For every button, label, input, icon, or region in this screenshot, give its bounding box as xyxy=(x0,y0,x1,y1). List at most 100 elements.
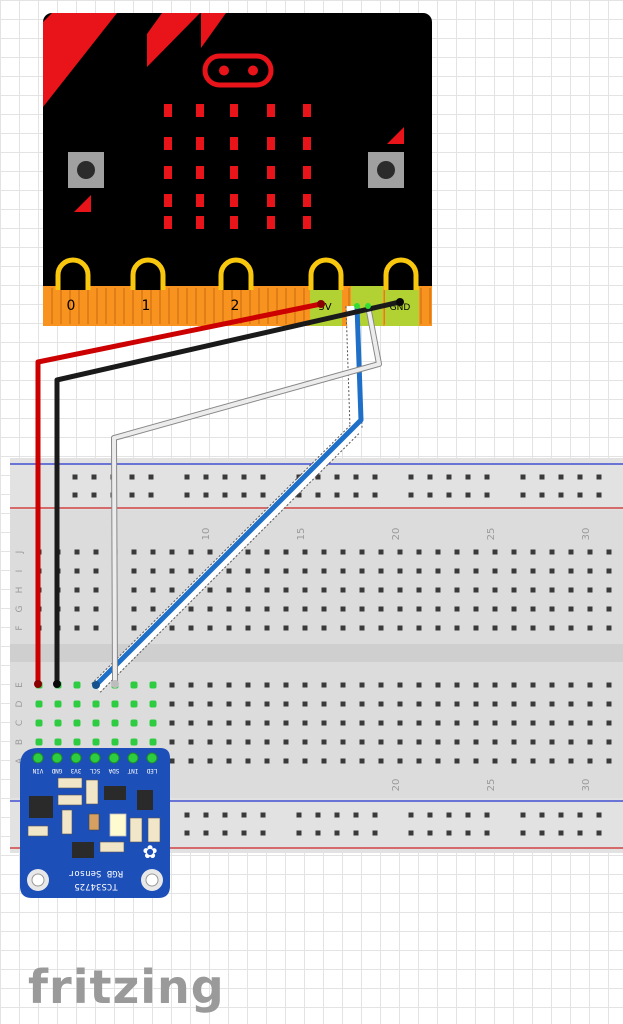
connected-holes xyxy=(35,681,157,746)
breadboard-hole xyxy=(378,720,384,726)
led xyxy=(267,137,275,150)
led xyxy=(267,216,275,229)
breadboard-hole xyxy=(264,625,270,631)
pin-label-3v: 3V xyxy=(318,302,331,313)
breadboard-hole xyxy=(321,549,327,555)
wire-end xyxy=(34,680,42,688)
transistor xyxy=(104,786,126,800)
breadboard-hole xyxy=(530,606,536,612)
row-letter: B xyxy=(15,739,25,745)
led xyxy=(303,137,311,150)
breadboard-hole xyxy=(492,758,498,764)
breadboard-hole xyxy=(549,682,555,688)
breadboard-hole xyxy=(416,682,422,688)
breadboard-hole xyxy=(587,701,593,707)
button-b-cap[interactable] xyxy=(377,161,395,179)
breadboard-hole xyxy=(549,758,555,764)
breadboard-hole xyxy=(549,606,555,612)
breadboard-hole xyxy=(264,739,270,745)
breadboard-hole xyxy=(74,587,80,593)
breadboard-hole xyxy=(321,606,327,612)
breadboard-hole xyxy=(587,758,593,764)
breadboard-hole xyxy=(226,682,232,688)
breadboard-hole xyxy=(408,492,414,498)
row-letter: C xyxy=(15,720,25,726)
wire-end xyxy=(92,681,100,689)
breadboard-holes xyxy=(36,474,612,836)
breadboard-hole xyxy=(245,606,251,612)
breadboard-hole xyxy=(378,701,384,707)
breadboard-hole xyxy=(169,739,175,745)
breadboard-hole xyxy=(245,758,251,764)
sensor-pin-label-3v3: 3V3 xyxy=(70,767,81,774)
breadboard-hole xyxy=(131,587,137,593)
breadboard-hole xyxy=(241,830,247,836)
breadboard-hole xyxy=(372,812,378,818)
breadboard-hole xyxy=(260,474,266,480)
breadboard-hole xyxy=(131,568,137,574)
breadboard-hole xyxy=(315,812,321,818)
breadboard-hole xyxy=(321,758,327,764)
wire-3v[interactable] xyxy=(35,301,322,684)
sensor-components: ✿ xyxy=(27,777,161,862)
button-a[interactable] xyxy=(68,152,104,188)
button-a-cap[interactable] xyxy=(77,161,95,179)
breadboard-hole xyxy=(302,758,308,764)
wires xyxy=(34,298,404,693)
connected-hole xyxy=(111,738,119,746)
wire-sda[interactable] xyxy=(94,305,364,687)
breadboard-hole xyxy=(378,568,384,574)
breadboard-hole xyxy=(372,474,378,480)
breadboard-hole xyxy=(74,549,80,555)
breadboard-hole xyxy=(378,587,384,593)
breadboard-hole xyxy=(203,474,209,480)
breadboard-hole xyxy=(340,682,346,688)
breadboard-hole xyxy=(511,549,517,555)
row-letter: H xyxy=(15,587,25,594)
breadboard-hole xyxy=(74,625,80,631)
breadboard-hole xyxy=(427,812,433,818)
breadboard-hole xyxy=(296,830,302,836)
column-number: 30 xyxy=(581,528,592,541)
breadboard-hole xyxy=(283,758,289,764)
breadboard-hole xyxy=(302,701,308,707)
sensor-header-pin xyxy=(70,752,82,764)
row-letter: A xyxy=(15,757,25,764)
row-letter: G xyxy=(15,605,25,612)
connected-hole xyxy=(149,738,157,746)
breadboard-hole xyxy=(340,739,346,745)
breadboard-hole xyxy=(539,830,545,836)
breadboard-hole xyxy=(596,830,602,836)
resistor xyxy=(57,777,83,789)
capacitor xyxy=(61,809,73,835)
breadboard-hole xyxy=(93,587,99,593)
wire-end xyxy=(317,300,325,308)
breadboard-hole xyxy=(93,568,99,574)
breadboard-hole xyxy=(169,720,175,726)
breadboard-hole xyxy=(353,474,359,480)
breadboard-hole xyxy=(530,568,536,574)
breadboard-hole xyxy=(568,606,574,612)
column-number: 20 xyxy=(391,779,402,792)
wire-end xyxy=(396,298,404,306)
breadboard-hole xyxy=(169,587,175,593)
sensor-pin-label-led: LED xyxy=(146,767,157,774)
logo-eye xyxy=(219,65,229,76)
breadboard-hole xyxy=(435,758,441,764)
breadboard-hole xyxy=(359,568,365,574)
breadboard-hole xyxy=(340,625,346,631)
wire-scl[interactable] xyxy=(112,305,381,685)
breadboard-hole xyxy=(577,492,583,498)
led xyxy=(196,166,204,179)
breadboard-hole xyxy=(549,739,555,745)
breadboard-hole xyxy=(446,492,452,498)
button-b[interactable] xyxy=(368,152,404,188)
led xyxy=(267,194,275,207)
breadboard-hole xyxy=(203,830,209,836)
sensor-header-pin xyxy=(127,752,139,764)
breadboard-hole xyxy=(334,812,340,818)
breadboard-hole xyxy=(296,492,302,498)
connected-hole xyxy=(73,681,81,689)
wire-gnd[interactable] xyxy=(54,299,401,684)
